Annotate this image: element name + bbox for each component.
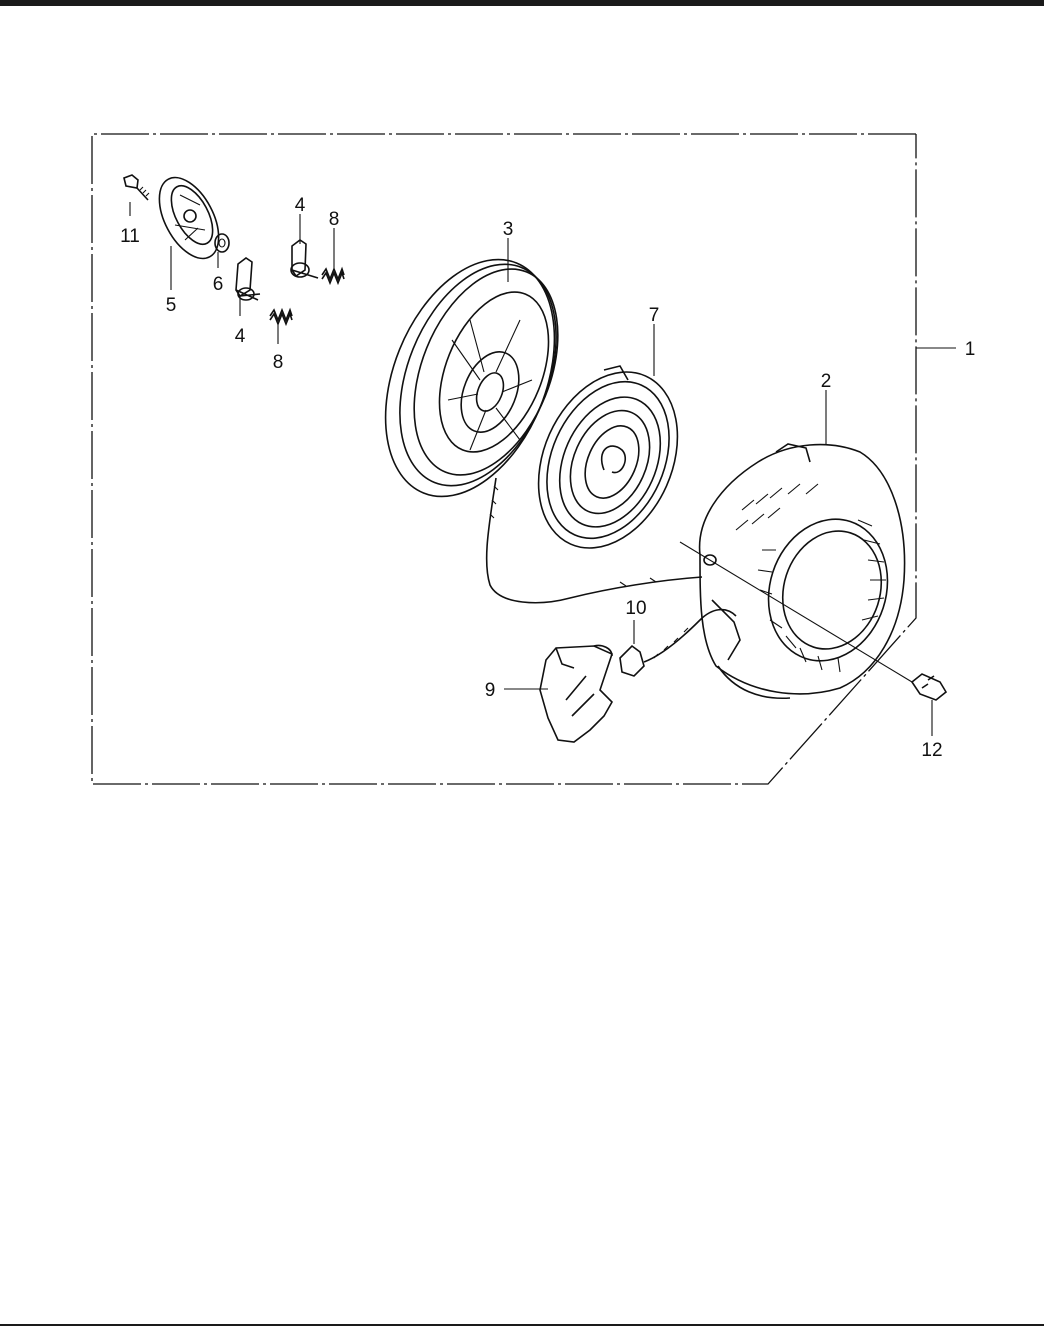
part-2-starter-case xyxy=(700,444,906,698)
callout-labels: 11 5 6 4 8 4 8 3 7 2 1 9 10 12 xyxy=(120,195,975,761)
callout-2: 2 xyxy=(821,371,832,392)
callout-4-lower: 4 xyxy=(235,326,246,347)
part-11-bolt xyxy=(124,175,149,200)
part-8-spring-upper xyxy=(322,269,344,283)
callout-11: 11 xyxy=(120,226,140,247)
callout-10: 10 xyxy=(625,598,646,619)
callout-3: 3 xyxy=(503,219,514,240)
part-12-flange-bolt xyxy=(912,674,946,700)
callout-12: 12 xyxy=(921,740,942,761)
leader-12 xyxy=(680,542,912,682)
callout-6: 6 xyxy=(213,274,224,295)
footer-rule xyxy=(0,1324,1044,1326)
leader-lines xyxy=(130,202,956,736)
callout-8-lower: 8 xyxy=(273,352,284,373)
callout-1: 1 xyxy=(965,339,976,360)
part-9-starter-grip xyxy=(540,645,612,742)
part-4-ratchet-pawl-lower xyxy=(236,258,260,300)
callout-4-upper: 4 xyxy=(295,195,306,216)
starter-rope xyxy=(487,478,702,603)
callout-9: 9 xyxy=(485,680,496,701)
part-8-spring-lower xyxy=(270,310,292,324)
part-3-reel xyxy=(353,235,587,522)
callout-7: 7 xyxy=(649,305,660,326)
callout-8-upper: 8 xyxy=(329,209,340,230)
callout-5: 5 xyxy=(166,295,177,316)
part-6-washer xyxy=(215,234,229,252)
part-4-ratchet-pawl-upper xyxy=(291,240,318,278)
